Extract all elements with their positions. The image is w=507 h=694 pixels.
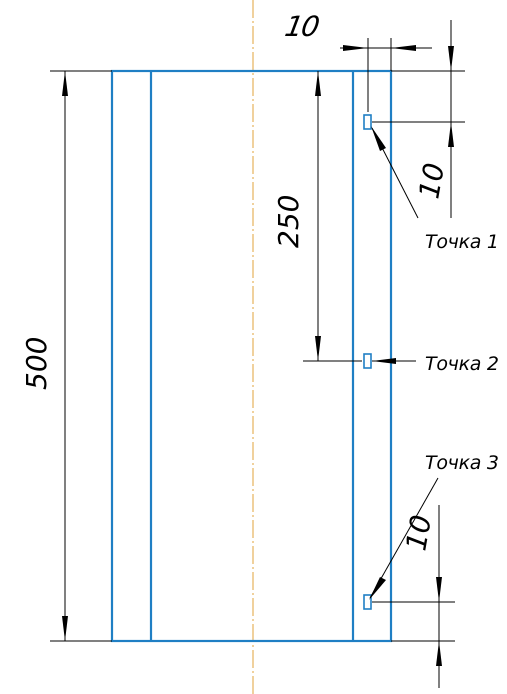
- point-1-marker: [363, 114, 372, 130]
- leader-point-3: [369, 477, 439, 600]
- part-outline: [110, 69, 393, 643]
- dimension-point1-offset-label: 10: [412, 160, 451, 201]
- dimension-top-offset-label: 10: [282, 10, 322, 43]
- point-3-label: Точка 3: [425, 452, 499, 474]
- point-2-label: Точка 2: [425, 353, 499, 375]
- point-1-label: Точка 1: [425, 231, 499, 253]
- dimension-total-height: 500: [20, 71, 68, 641]
- dimension-point1-offset: 10: [412, 20, 454, 218]
- dimension-total-height-label: 500: [20, 337, 53, 390]
- dimension-half-height-label: 250: [272, 195, 305, 248]
- point-3-marker: [363, 594, 372, 610]
- leader-point-2: [372, 358, 416, 364]
- dimension-bottom-offset: 10: [399, 505, 442, 688]
- point-2-marker: [363, 353, 372, 369]
- dimension-half-height: 250: [272, 71, 321, 361]
- leader-point-1: [371, 126, 419, 219]
- extension-lines: [50, 38, 465, 642]
- dimension-top-offset: 10: [282, 10, 432, 51]
- dimension-bottom-offset-label: 10: [399, 512, 438, 553]
